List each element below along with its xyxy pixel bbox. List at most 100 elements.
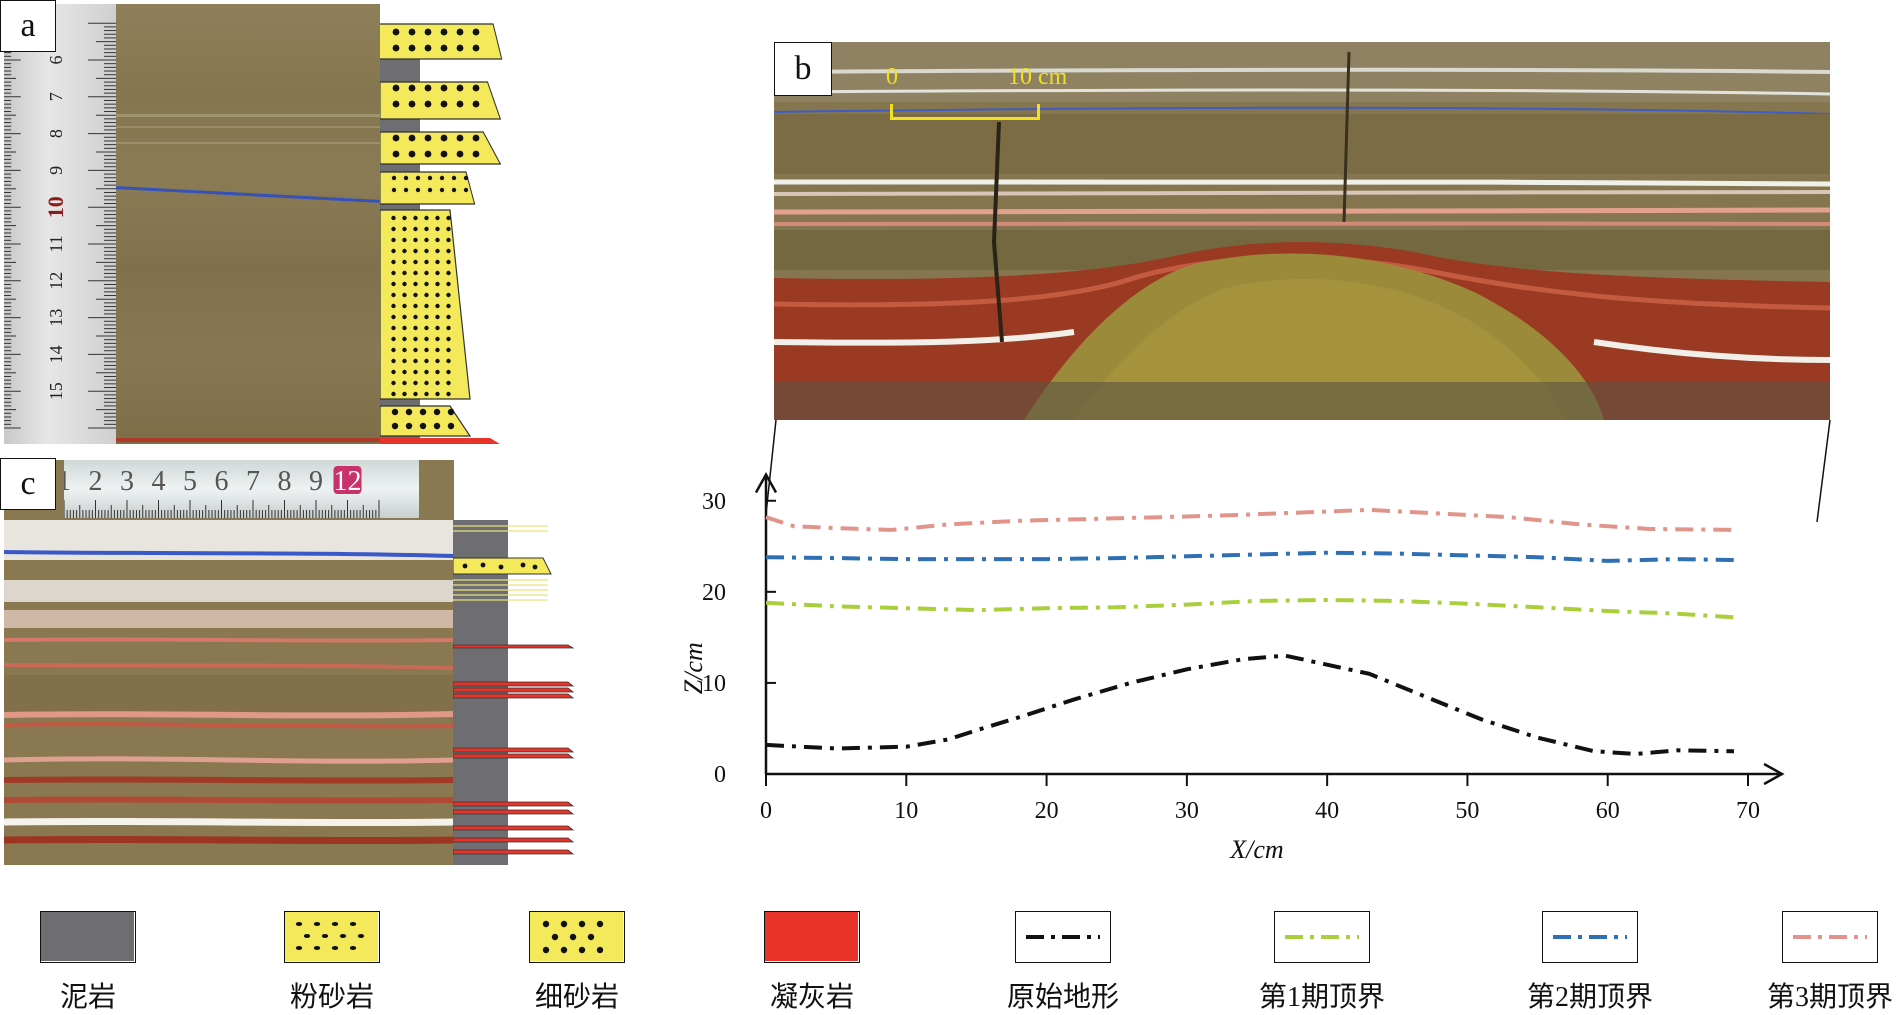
y-tick-label: 30 — [702, 489, 726, 515]
grain-dot — [424, 336, 429, 342]
grain-dot — [446, 314, 451, 320]
grain-dot — [435, 292, 440, 298]
panel-a-photo — [4, 4, 380, 444]
legend-label: 第2期顶界 — [1526, 982, 1653, 1013]
lamina-band — [114, 142, 380, 144]
grain-dot — [392, 100, 400, 108]
grain-dot — [435, 226, 440, 232]
ruler-tick-label: 1 — [64, 466, 71, 497]
ruler-tick-label: 13 — [46, 309, 66, 327]
grain-dot — [391, 303, 396, 309]
grain-dot — [413, 314, 418, 320]
scale-bar — [890, 104, 1040, 120]
grain-dot — [391, 314, 396, 320]
grain-dot — [435, 391, 440, 397]
x-tick-label: 60 — [1596, 798, 1620, 824]
grain-dot — [408, 134, 416, 142]
grain-dot — [456, 28, 464, 36]
grain-dot — [413, 215, 418, 221]
grain-dot — [424, 358, 429, 364]
grain-dot — [391, 380, 396, 386]
tuff-bed — [453, 693, 575, 699]
grain-dot — [456, 84, 464, 92]
grain-dot — [433, 422, 441, 430]
grain-dot — [446, 369, 451, 375]
legend-label: 原始地形 — [1006, 982, 1119, 1013]
grain-dot — [391, 369, 396, 375]
lithology-column-a — [380, 23, 503, 444]
grain-dot — [435, 303, 440, 309]
legend-swatch — [40, 911, 136, 963]
grain-dot — [402, 270, 407, 276]
grain-dot — [427, 175, 433, 181]
tuff-bed — [453, 753, 575, 759]
ruler-tick-label: 7 — [46, 92, 66, 101]
tuff-bed — [453, 825, 575, 831]
panel-label-b: b — [774, 42, 832, 96]
grain-dot — [402, 248, 407, 254]
grain-dot — [439, 187, 445, 193]
grain-dot — [391, 358, 396, 364]
lithology-column-c — [453, 520, 575, 865]
grain-dot — [424, 237, 429, 243]
grain-dot — [447, 422, 455, 430]
grain-dot — [435, 215, 440, 221]
grain-dot — [456, 100, 464, 108]
grain-dot — [446, 336, 451, 342]
grain-dot — [413, 270, 418, 276]
grain-dot — [405, 408, 413, 416]
grain-dot — [424, 347, 429, 353]
ruler-a — [4, 4, 116, 444]
tuff-bed — [380, 438, 500, 444]
grain-dot — [392, 134, 400, 142]
x-tick-label: 30 — [1175, 798, 1199, 824]
grain-dot — [413, 358, 418, 364]
x-axis-label: X/cm — [1229, 835, 1283, 864]
x-tick-label: 20 — [1035, 798, 1059, 824]
grain-dot — [440, 44, 448, 52]
grain-dot — [440, 150, 448, 158]
panel-label-a: a — [0, 0, 56, 52]
x-tick-label: 70 — [1736, 798, 1760, 824]
grain-dot — [424, 325, 429, 331]
ruler-highlight — [333, 466, 362, 494]
series-line-3 — [765, 550, 1735, 563]
grain-dot — [402, 215, 407, 221]
grain-dot — [424, 314, 429, 320]
grain-dot — [435, 325, 440, 331]
grain-dot — [435, 237, 440, 243]
grain-dot — [391, 391, 396, 397]
grain-dot — [413, 303, 418, 309]
grain-dot — [424, 270, 429, 276]
ruler-tick-label: 4 — [152, 466, 166, 497]
grain-dot — [424, 226, 429, 232]
grain-dot — [446, 237, 451, 243]
grain-dot — [413, 292, 418, 298]
grain-dot — [472, 44, 480, 52]
ruler-tick-label: 11 — [46, 235, 66, 252]
grain-dot — [413, 391, 418, 397]
grain-dot — [424, 248, 429, 254]
grain-dot — [463, 187, 469, 193]
x-axis-arrow — [1763, 762, 1785, 786]
grain-dot — [435, 270, 440, 276]
grain-dot — [413, 248, 418, 254]
series-line-2 — [765, 597, 1735, 620]
ruler-tick-label: 7 — [246, 466, 260, 497]
grain-dot — [424, 84, 432, 92]
legend-swatch — [1015, 911, 1111, 963]
ruler-tick-label: 6 — [46, 56, 66, 65]
grain-dot — [435, 347, 440, 353]
legend: 泥岩粉砂岩细砂岩凝灰岩原始地形第1期顶界第2期顶界第3期顶界 — [0, 905, 1896, 1013]
grain-dot — [402, 259, 407, 265]
ruler-tick-label: 8 — [46, 129, 66, 138]
grain-dot — [439, 175, 445, 181]
legend-swatch — [284, 911, 380, 963]
series-line-1 — [765, 653, 1735, 757]
grain-dot — [435, 248, 440, 254]
grain-dot — [472, 28, 480, 36]
grain-dot — [446, 380, 451, 386]
grain-dot — [391, 292, 396, 298]
